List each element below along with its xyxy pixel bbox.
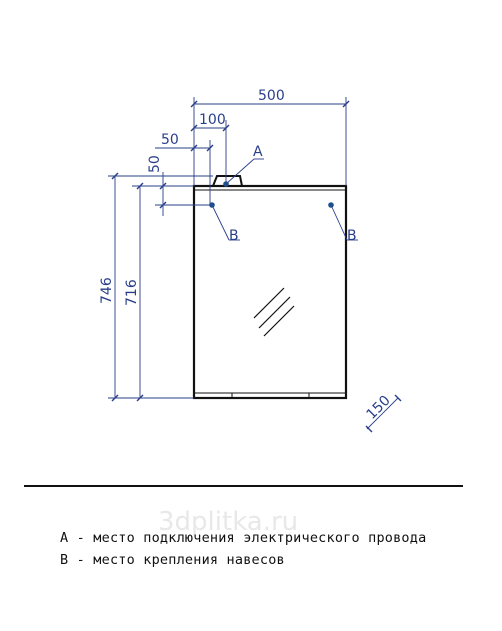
label-500: 500 <box>258 88 285 104</box>
label-50-horizontal: 50 <box>161 132 179 148</box>
tick <box>365 425 373 433</box>
label-100: 100 <box>199 112 226 128</box>
tick <box>190 100 198 108</box>
tick <box>342 100 350 108</box>
tick <box>222 124 230 132</box>
marker-b-left-label: B <box>229 228 239 244</box>
tick <box>159 182 167 190</box>
marker-b-right-label: B <box>347 228 357 244</box>
label-716: 716 <box>124 279 140 306</box>
markers <box>209 181 334 208</box>
label-150: 150 <box>364 393 394 423</box>
mirror-mark-1 <box>253 287 285 319</box>
tick <box>136 182 144 190</box>
tick <box>136 394 144 402</box>
cabinet <box>192 175 348 400</box>
marker-a-label: A <box>253 144 263 160</box>
watermark: 3dplitka.ru <box>158 507 298 537</box>
lamp-socket <box>212 175 243 187</box>
legend-item-a: А - место подключения электрического про… <box>60 530 427 546</box>
label-746: 746 <box>99 277 115 304</box>
marker-b-right-dot <box>328 202 334 208</box>
marker-a-dot <box>223 181 229 187</box>
legend-item-b: В - место крепления навесов <box>60 552 285 568</box>
tick <box>206 144 214 152</box>
tick <box>190 144 198 152</box>
cabinet-outline <box>192 184 348 400</box>
tick <box>111 394 119 402</box>
mirror-mark-2 <box>258 296 291 329</box>
tick <box>394 394 402 402</box>
label-50-vertical: 50 <box>147 155 163 173</box>
dimension-ticks <box>111 100 402 433</box>
tick <box>159 201 167 209</box>
leader-b-right <box>330 204 348 241</box>
mirror-mark-3 <box>263 305 295 337</box>
marker-b-left-dot <box>209 202 215 208</box>
leader-b-left <box>211 204 230 241</box>
dim-150 <box>366 397 399 430</box>
leader-a <box>225 158 255 185</box>
tick <box>111 172 119 180</box>
tick <box>190 124 198 132</box>
